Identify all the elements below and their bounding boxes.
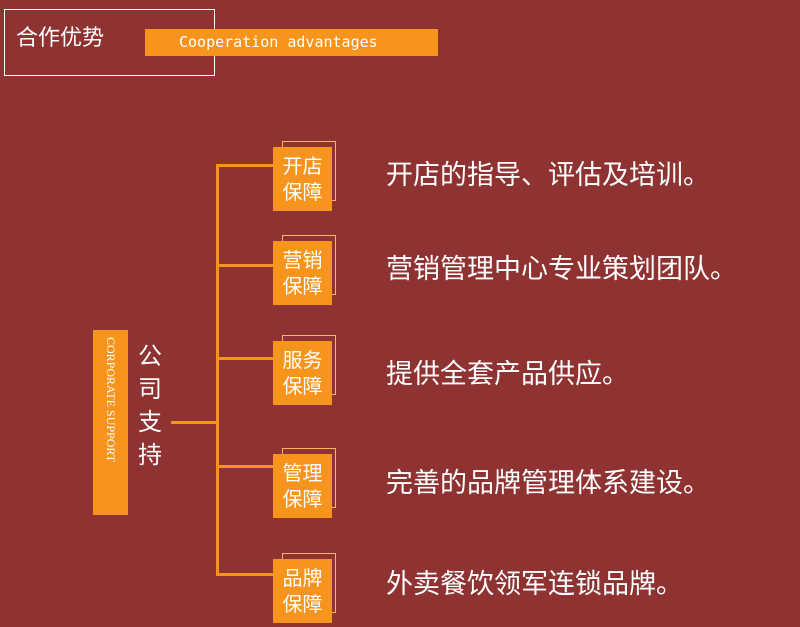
item-description: 完善的品牌管理体系建设。 — [386, 468, 710, 499]
tag-marketing[interactable]: 营销 保障 — [273, 241, 332, 305]
tag-label-line2: 保障 — [282, 374, 323, 398]
root-english-label: CORPORATE SUPPORT — [104, 337, 118, 462]
tag-label-line1: 管理 — [282, 461, 323, 485]
tag-label-line1: 开店 — [282, 154, 323, 178]
tag-label-line2: 保障 — [282, 592, 323, 616]
branch-connector — [216, 357, 274, 360]
page-title: 合作优势 — [16, 26, 105, 51]
root-label: 公司支持 — [138, 342, 162, 469]
tag-label-line1: 营销 — [282, 248, 323, 272]
branch-connector — [216, 465, 274, 468]
item-description: 营销管理中心专业策划团队。 — [386, 254, 737, 285]
tag-label-line2: 保障 — [282, 487, 323, 511]
branch-connector — [216, 573, 274, 576]
branch-connector — [216, 264, 274, 267]
tag-label-line2: 保障 — [282, 180, 323, 204]
root-connector — [171, 421, 217, 424]
tag-store-opening[interactable]: 开店 保障 — [273, 147, 332, 211]
item-description: 提供全套产品供应。 — [386, 359, 629, 390]
tag-label-line2: 保障 — [282, 274, 323, 298]
tree-trunk — [216, 164, 219, 576]
subtitle-band: Cooperation advantages — [145, 29, 438, 56]
tag-label-line1: 品牌 — [282, 566, 323, 590]
item-description: 外卖餐饮领军连锁品牌。 — [386, 569, 683, 600]
tag-service[interactable]: 服务 保障 — [273, 341, 332, 405]
branch-connector — [216, 164, 274, 167]
item-description: 开店的指导、评估及培训。 — [386, 160, 710, 191]
root-english-band — [93, 330, 128, 515]
page-subtitle: Cooperation advantages — [179, 33, 378, 51]
tag-brand[interactable]: 品牌 保障 — [273, 559, 332, 623]
tag-management[interactable]: 管理 保障 — [273, 454, 332, 518]
tag-label-line1: 服务 — [282, 348, 323, 372]
